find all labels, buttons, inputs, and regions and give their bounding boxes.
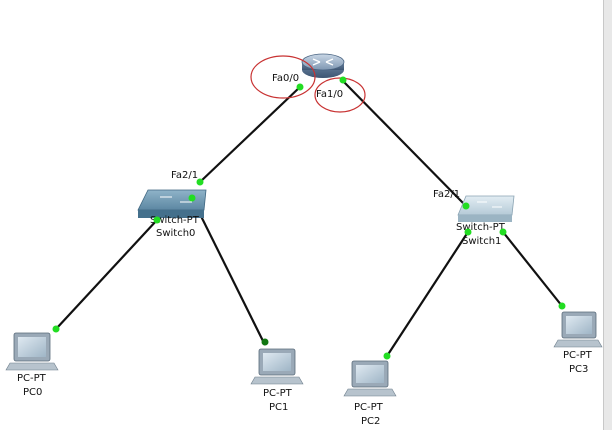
links — [55, 79, 563, 357]
pc3[interactable] — [553, 311, 603, 348]
pc2[interactable] — [343, 360, 397, 397]
switch0-uplink-label: Fa2/1 — [171, 170, 198, 181]
port-dot-pc3 — [558, 302, 566, 310]
canvas-scrollbar[interactable] — [603, 0, 612, 430]
port-dot-switch1-pc2 — [464, 228, 472, 236]
pc1-name-label: PC1 — [269, 402, 288, 413]
port-highlight-fa0-0 — [250, 55, 316, 99]
port-highlight-fa1-0 — [314, 77, 366, 113]
switch0-type-label: Switch-PT — [150, 215, 200, 226]
pc0-name-label: PC0 — [23, 387, 42, 398]
router[interactable] — [301, 53, 345, 78]
link-switch0-pc0[interactable] — [55, 219, 158, 330]
port-dot-switch0-pc1 — [188, 194, 196, 202]
port-dot-switch0-uplink — [196, 178, 204, 186]
link-switch1-pc2[interactable] — [386, 231, 469, 357]
router-port-label-right: Fa1/0 — [316, 89, 343, 100]
switch1-type-label: Switch-PT — [456, 222, 506, 233]
port-dot-pc1 — [261, 338, 269, 346]
port-dot-switch1-pc3 — [499, 228, 507, 236]
link-router-switch1[interactable] — [341, 79, 467, 207]
pc0[interactable] — [5, 332, 59, 371]
port-dot-pc0 — [52, 325, 60, 333]
pc2-type-label: PC-PT — [354, 402, 384, 413]
pc3-type-label: PC-PT — [563, 350, 593, 361]
pc2-name-label: PC2 — [361, 416, 380, 427]
port-dot-router-fa0 — [296, 83, 304, 91]
pc0-type-label: PC-PT — [17, 373, 47, 384]
port-dot-switch0-pc0 — [153, 216, 161, 224]
link-router-switch0[interactable] — [199, 86, 301, 183]
pc1[interactable] — [250, 348, 304, 385]
pc3-name-label: PC3 — [569, 364, 588, 375]
switch0[interactable] — [137, 189, 207, 218]
switch0-name-label: Switch0 — [156, 228, 195, 239]
link-switch1-pc3[interactable] — [502, 231, 563, 307]
port-dot-router-fa1 — [339, 76, 347, 84]
port-dot-switch1-uplink — [462, 202, 470, 210]
router-port-label-left: Fa0/0 — [272, 73, 299, 84]
switch1-uplink-label: Fa2/1 — [433, 189, 460, 200]
port-status-dots — [52, 76, 566, 360]
pc1-type-label: PC-PT — [263, 388, 293, 399]
switch1-name-label: Switch1 — [462, 236, 501, 247]
link-switch0-pc1[interactable] — [191, 197, 266, 346]
switch1[interactable] — [457, 195, 515, 222]
port-dot-pc2 — [383, 352, 391, 360]
